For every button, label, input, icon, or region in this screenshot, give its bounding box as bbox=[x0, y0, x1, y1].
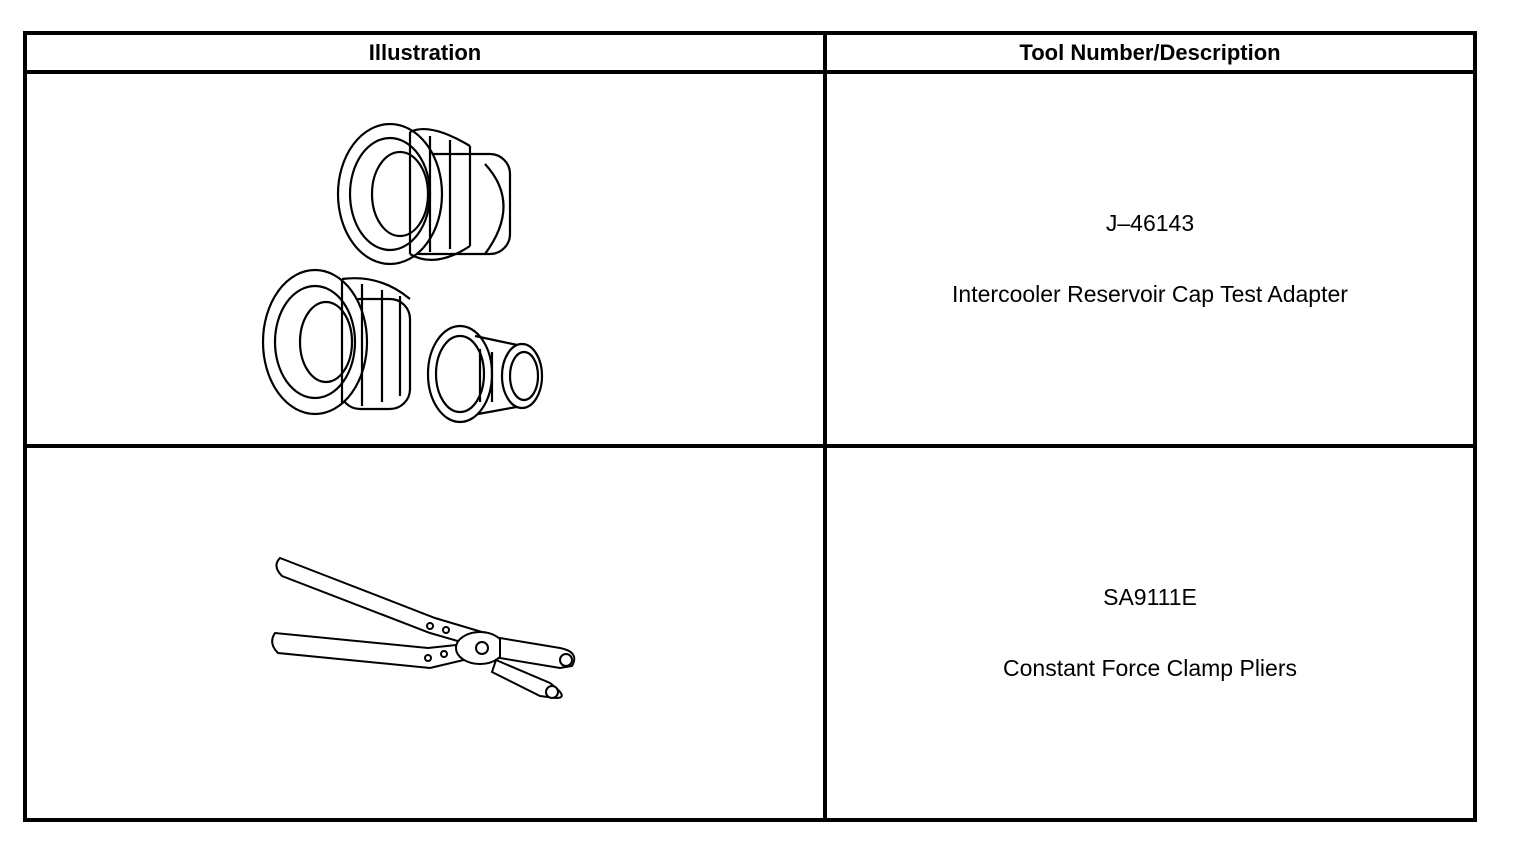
header-illustration: Illustration bbox=[23, 31, 827, 74]
tool-number: SA9111E bbox=[1103, 584, 1197, 610]
table-row: J–46143 Intercooler Reservoir Cap Test A… bbox=[23, 70, 1477, 448]
medium-adapter-drawing bbox=[261, 268, 412, 416]
tool-description: Constant Force Clamp Pliers bbox=[1003, 655, 1297, 681]
header-tool-number-description: Tool Number/Description bbox=[823, 31, 1477, 74]
illustration-cell bbox=[23, 70, 827, 448]
special-tools-table: Illustration Tool Number/Description bbox=[23, 31, 1477, 822]
small-adapter-drawing bbox=[426, 324, 544, 424]
cap-test-adapter-set-illustration bbox=[261, 122, 544, 424]
clamp-pliers-illustration bbox=[271, 556, 576, 700]
large-adapter-drawing bbox=[336, 122, 512, 266]
tool-description-cell: J–46143 Intercooler Reservoir Cap Test A… bbox=[823, 70, 1477, 448]
tool-number: J–46143 bbox=[1105, 210, 1195, 236]
tool-description: Intercooler Reservoir Cap Test Adapter bbox=[952, 281, 1348, 307]
table-header-row: Illustration Tool Number/Description bbox=[23, 31, 1477, 74]
tool-description-cell: SA9111E Constant Force Clamp Pliers bbox=[823, 444, 1477, 822]
table-row: SA9111E Constant Force Clamp Pliers bbox=[23, 444, 1477, 822]
illustration-cell bbox=[23, 444, 827, 822]
